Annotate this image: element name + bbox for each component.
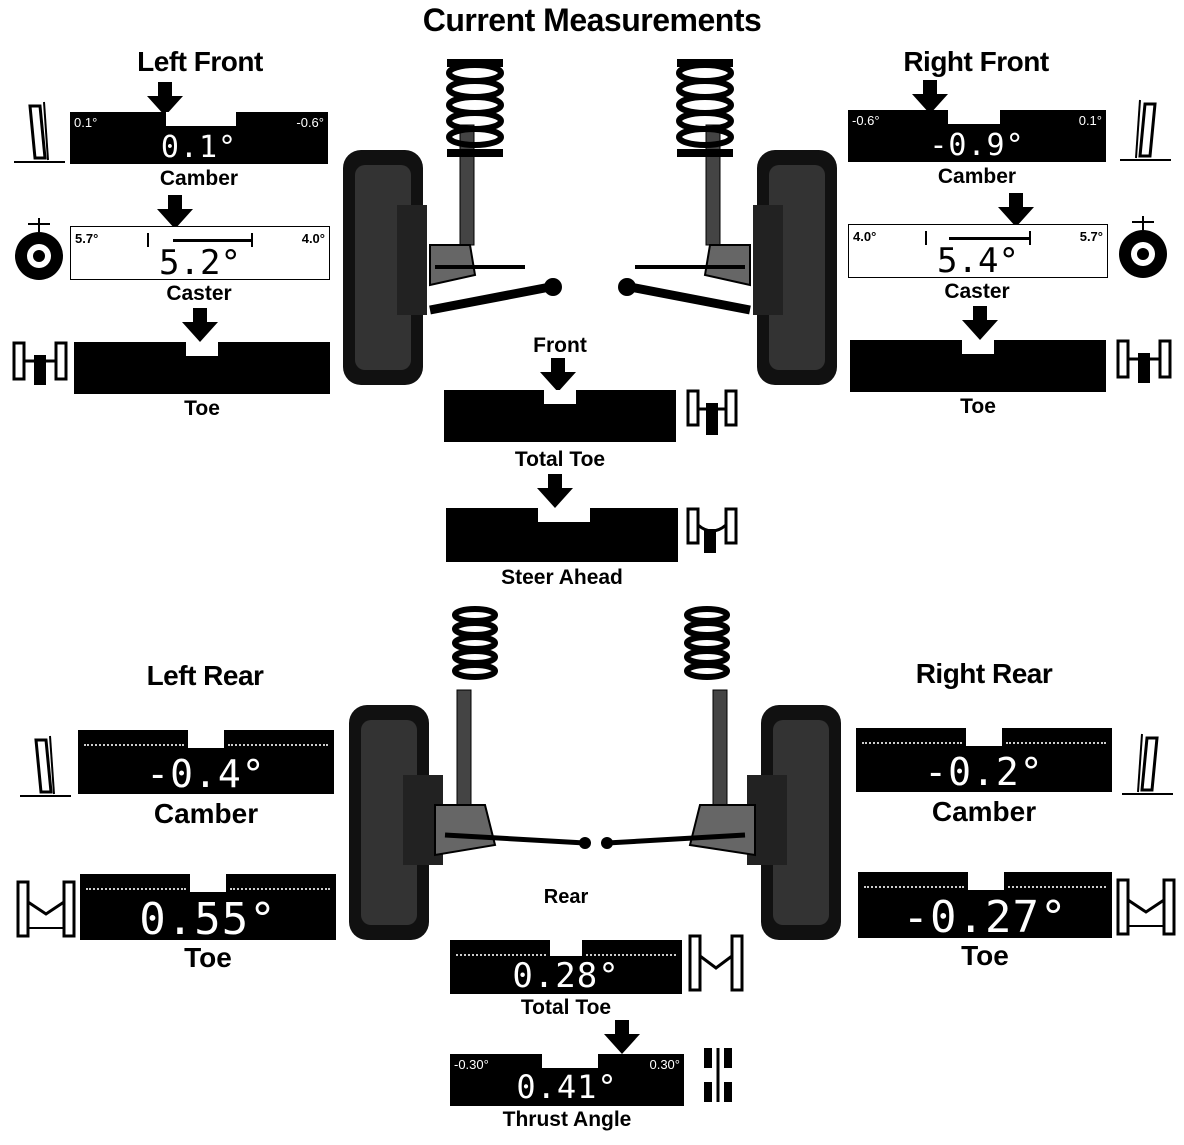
tire-icon: [15, 218, 63, 280]
toe-icon: [16, 880, 76, 938]
toe-icon: [1116, 878, 1176, 936]
left-front-caster-gauge: 5.7° 4.0° 5.2°: [70, 226, 330, 283]
thrust-angle-min: -0.30°: [454, 1057, 489, 1072]
front-suspension-icon: [343, 59, 837, 385]
left-front-camber-value: 0.1°: [160, 130, 238, 165]
rear-total-toe-gauge: 0.28°: [450, 940, 682, 996]
left-front-heading: Left Front: [137, 46, 263, 77]
right-front-caster-label: Caster: [944, 280, 1010, 303]
right-front-camber-max: 0.1°: [1078, 113, 1102, 128]
left-front-caster-value: 5.2°: [159, 243, 241, 283]
thrust-angle-value: 0.41°: [516, 1068, 618, 1106]
down-arrow-icon: [604, 1020, 640, 1054]
down-arrow-icon: [998, 193, 1034, 227]
right-rear-camber-value: -0.2°: [924, 750, 1044, 794]
toe-icon: [686, 507, 738, 553]
thrust-angle-icon: [704, 1048, 732, 1102]
left-rear-toe-gauge: 0.55°: [80, 874, 336, 945]
left-rear-camber-gauge: -0.4°: [78, 730, 334, 796]
rear-total-toe-label: Total Toe: [520, 996, 612, 1019]
right-rear-heading: Right Rear: [915, 658, 1053, 689]
camber-icon: [14, 101, 65, 163]
right-front-caster-max: 5.7°: [1079, 229, 1103, 244]
rear-center-heading: Rear: [543, 886, 589, 908]
right-rear-toe-value: -0.27°: [902, 892, 1068, 943]
down-arrow-icon: [147, 82, 183, 116]
toe-icon: [1116, 339, 1172, 383]
down-arrow-icon: [537, 474, 573, 508]
steer-ahead-gauge: [446, 508, 678, 562]
left-front-camber-gauge: 0.1° -0.6° 0.1°: [70, 112, 328, 165]
front-center-heading: Front: [533, 334, 587, 357]
thrust-angle-label: Thrust Angle: [502, 1108, 632, 1131]
right-rear-camber-gauge: -0.2°: [856, 728, 1112, 794]
left-front-camber-max: -0.6°: [296, 115, 324, 130]
toe-icon: [688, 934, 744, 992]
down-arrow-icon: [912, 80, 948, 114]
thrust-angle-max: 0.30°: [649, 1057, 680, 1072]
right-front-caster-value: 5.4°: [937, 241, 1019, 281]
rear-suspension-icon: [349, 606, 841, 940]
left-front-camber-label: Camber: [159, 167, 239, 190]
left-front-caster-label: Caster: [166, 282, 232, 305]
toe-icon: [12, 341, 68, 385]
rear-total-toe-value: 0.28°: [512, 956, 620, 996]
right-front-caster-min: 4.0°: [853, 229, 877, 244]
right-rear-toe-label: Toe: [961, 940, 1009, 971]
right-front-camber-value: -0.9°: [929, 128, 1025, 163]
toe-icon: [686, 389, 738, 435]
right-front-toe-gauge: [850, 340, 1106, 392]
front-total-toe-gauge: [444, 390, 676, 442]
tire-icon: [1119, 216, 1167, 278]
right-front-camber-min: -0.6°: [852, 113, 880, 128]
left-rear-toe-value: 0.55°: [139, 894, 277, 945]
right-rear-camber-label: Camber: [931, 796, 1037, 827]
left-rear-heading: Left Rear: [146, 660, 264, 691]
left-front-caster-min: 5.7°: [75, 231, 99, 246]
right-front-camber-gauge: -0.6° 0.1° -0.9°: [848, 110, 1106, 163]
left-front-toe-label: Toe: [184, 397, 220, 420]
camber-icon: [1120, 99, 1171, 161]
left-front-caster-max: 4.0°: [301, 231, 325, 246]
left-front-toe-gauge: [74, 342, 330, 394]
right-front-camber-label: Camber: [937, 165, 1017, 188]
page-title: Current Measurements: [422, 2, 762, 38]
down-arrow-icon: [540, 358, 576, 392]
left-front-camber-min: 0.1°: [74, 115, 98, 130]
down-arrow-icon: [962, 306, 998, 340]
right-front-caster-gauge: 4.0° 5.7° 5.4°: [848, 224, 1108, 281]
left-rear-toe-label: Toe: [184, 942, 232, 973]
camber-icon: [20, 735, 71, 797]
left-rear-camber-label: Camber: [153, 798, 259, 829]
right-front-toe-label: Toe: [960, 395, 996, 418]
camber-icon: [1122, 733, 1173, 795]
steer-ahead-label: Steer Ahead: [501, 566, 623, 589]
right-rear-toe-gauge: -0.27°: [858, 872, 1112, 943]
front-total-toe-label: Total Toe: [514, 448, 606, 471]
thrust-angle-gauge: -0.30° 0.30° 0.41°: [450, 1054, 684, 1106]
right-front-heading: Right Front: [903, 46, 1049, 77]
down-arrow-icon: [182, 308, 218, 342]
left-rear-camber-value: -0.4°: [146, 752, 266, 796]
down-arrow-icon: [157, 195, 193, 229]
